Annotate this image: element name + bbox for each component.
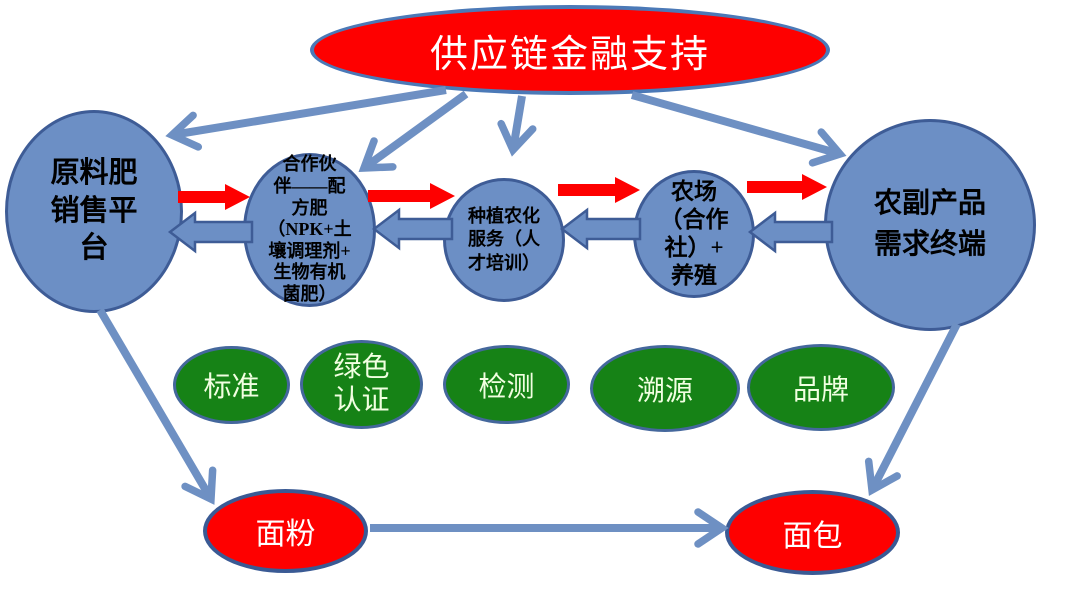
node-label-line: 台 — [79, 232, 109, 265]
block-arrow-service-to-partner — [371, 207, 454, 251]
node-label-line: 壤调理剂+ — [268, 240, 351, 261]
arrow-finance-to-platform — [165, 86, 447, 151]
badge-label: 溯源 — [636, 375, 693, 407]
badge-label-line: 绿色 — [333, 352, 390, 384]
node-label-line: 养殖 — [671, 263, 717, 289]
node-label-line: 农场 — [671, 178, 717, 204]
node-label: 供应链金融支持 — [429, 33, 710, 76]
node-label-line: 原料肥 — [50, 156, 138, 189]
node-label-line: 才培训） — [468, 252, 540, 273]
node-label-line: 服务（人 — [468, 229, 540, 250]
node-label-line: （合作 — [659, 206, 729, 232]
badge-traceability: 溯源 — [590, 345, 740, 432]
node-label: 面包 — [782, 519, 843, 553]
node-label-line: 合作伙 — [282, 154, 337, 175]
node-farm-cooperative-breeding: 农场 （合作 社）+ 养殖 — [633, 170, 755, 298]
badge-label-line: 认证 — [333, 384, 390, 416]
node-partner-formula-fertilizer: 合作伙 伴——配 方肥 （NPK+土 壤调理剂+ 生物有机 菌肥） — [243, 153, 376, 307]
red-arrow-platform-to-partner — [178, 184, 250, 210]
node-label-line: 生物有机 — [273, 262, 346, 283]
node-label-line: 种植农化 — [468, 205, 540, 226]
node-label-line: 销售平 — [50, 194, 138, 227]
node-label-line: 农副产品 — [873, 188, 986, 220]
node-label-line: 菌肥） — [282, 283, 337, 304]
block-arrow-farm-to-service — [559, 207, 642, 251]
badge-label: 检测 — [478, 371, 535, 403]
red-arrow-farm-to-terminal — [747, 174, 827, 200]
block-arrow-terminal-to-farm — [747, 210, 834, 254]
badge-label: 标准 — [203, 372, 260, 403]
node-raw-material-fertilizer-platform: 原料肥 销售平 台 — [5, 110, 183, 313]
node-label-line: 方肥 — [291, 197, 328, 218]
arrow-finance-to-service — [497, 95, 537, 157]
badge-brand: 品牌 — [747, 344, 895, 431]
node-supply-chain-finance: 供应链金融支持 — [310, 5, 830, 95]
red-arrow-service-to-farm — [558, 177, 640, 203]
node-label-line: 需求终端 — [873, 229, 986, 260]
node-bread: 面包 — [725, 490, 900, 575]
badge-green-certification: 绿色 认证 — [300, 340, 423, 429]
arrow-finance-to-partner — [358, 90, 469, 172]
badge-label: 品牌 — [792, 374, 849, 406]
node-flour: 面粉 — [203, 489, 368, 573]
arrow-finance-to-terminal — [630, 91, 847, 167]
red-arrow-partner-to-service — [368, 183, 455, 209]
badge-testing: 检测 — [443, 345, 570, 424]
node-label-line: 伴——配 — [273, 176, 346, 197]
node-label-line: （NPK+土 — [267, 219, 352, 240]
badge-standard: 标准 — [173, 346, 290, 424]
node-label-line: 社）+ — [664, 235, 724, 260]
node-planting-agrochemical-service: 种植农化 服务（人 才培训） — [443, 178, 565, 302]
node-agricultural-products-demand-terminal: 农副产品 需求终端 — [824, 119, 1036, 331]
node-label: 面粉 — [255, 518, 316, 551]
